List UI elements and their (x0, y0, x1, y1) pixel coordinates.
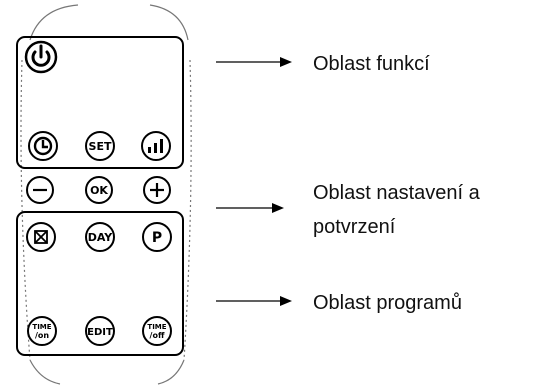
time-on-label-bottom: /on (35, 331, 49, 340)
program-area-panel (16, 211, 184, 356)
day-button[interactable]: DAY (85, 222, 115, 252)
set-button[interactable]: SET (85, 131, 115, 161)
arrow-programs (216, 296, 292, 306)
label-program-area: Oblast programů (313, 292, 462, 314)
label-settings-area-line1: Oblast nastavení a (313, 182, 481, 204)
minus-button[interactable] (26, 176, 54, 204)
set-button-label: SET (89, 140, 112, 153)
arrow-functions (216, 57, 292, 67)
program-button-label: P (152, 230, 162, 246)
edit-button[interactable]: EDIT (85, 316, 115, 346)
power-icon (31, 44, 51, 67)
program-button[interactable]: P (142, 222, 172, 252)
ok-button[interactable]: OK (85, 176, 113, 204)
power-button[interactable] (24, 40, 58, 74)
time-off-label-top: TIME (147, 323, 166, 331)
arrow-settings (216, 203, 284, 213)
signal-bars-icon (148, 139, 163, 153)
label-function-area: Oblast funkcí (313, 53, 430, 75)
time-on-label-top: TIME (32, 323, 51, 331)
ok-button-label: OK (90, 184, 108, 197)
signal-button[interactable] (141, 131, 171, 161)
edit-button-label: EDIT (87, 327, 113, 338)
plus-icon (150, 183, 164, 197)
day-button-label: DAY (88, 231, 114, 244)
clock-icon (33, 136, 53, 156)
time-off-label-bottom: /off (150, 331, 165, 340)
plus-button[interactable] (143, 176, 171, 204)
time-off-button[interactable]: TIME /off (142, 316, 172, 346)
label-settings-area-line2: potvrzení (313, 216, 396, 238)
clock-button[interactable] (28, 131, 58, 161)
time-on-button[interactable]: TIME /on (27, 316, 57, 346)
function-area-panel (16, 36, 184, 169)
window-icon (34, 230, 48, 244)
remote-body (20, 4, 192, 385)
window-button[interactable] (26, 222, 56, 252)
